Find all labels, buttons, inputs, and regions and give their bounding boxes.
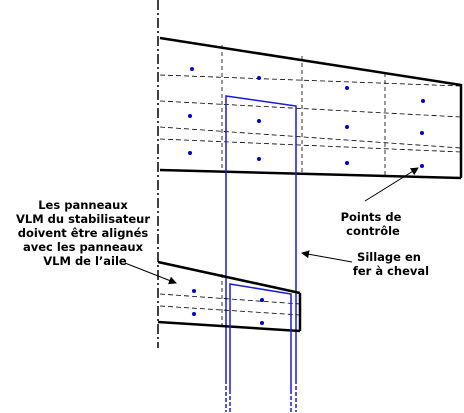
control-points-line: contrôle [346,224,400,238]
control-point [190,67,194,71]
control-point [188,151,192,155]
control-point [420,164,424,168]
stab-note-line: VLM du stabilisateur [16,212,150,226]
control-point [421,99,425,103]
wing-control-points [188,67,425,168]
control-point [420,131,424,135]
control-point [260,298,264,302]
control-point [192,289,196,293]
stab-vortex-bound [229,283,292,390]
control-point [260,321,264,325]
stab-note-line: avec les panneaux [23,240,144,254]
stab-note-label: Les panneaux VLM du stabilisateur doiven… [16,198,154,268]
stab-control-points [192,289,264,325]
stab-note-arrow [124,262,177,285]
stab-leading-edge [157,260,301,295]
wing-horseshoe-vortex [225,95,297,412]
control-points-label: Points de contrôle [341,210,406,238]
control-points-arrow [364,167,419,202]
control-point [192,312,196,316]
control-points-line: Points de [341,210,402,224]
wake-line: Sillage en [357,250,421,264]
control-point [257,76,261,80]
wing-grid-line [159,138,462,153]
control-point [188,114,192,118]
stab-trailing-edge [157,320,301,333]
control-point [345,86,349,90]
wake-line: fer à cheval [353,264,429,278]
stab-horseshoe-vortex [229,283,292,412]
wing [159,36,463,180]
wing-grid-line [159,126,462,149]
wake-label: Sillage en fer à cheval [353,250,429,278]
stab-note-line: Les panneaux [38,198,128,212]
stabilizer [157,260,302,333]
wing-vortex-bound [225,95,297,380]
stab-note-line: VLM de l’aile [43,254,127,268]
wing-grid-line [159,74,462,87]
control-point [257,157,261,161]
stab-note-line: doivent être alignés [18,226,149,240]
wing-leading-edge [159,36,462,87]
control-point [345,125,349,129]
wake-arrow [301,250,353,263]
control-point [257,119,261,123]
stab-grid-line [159,293,301,305]
control-point [345,161,349,165]
wing-grid-line [159,100,462,118]
wing-trailing-edge [159,168,462,180]
stab-grid-line [159,305,301,316]
